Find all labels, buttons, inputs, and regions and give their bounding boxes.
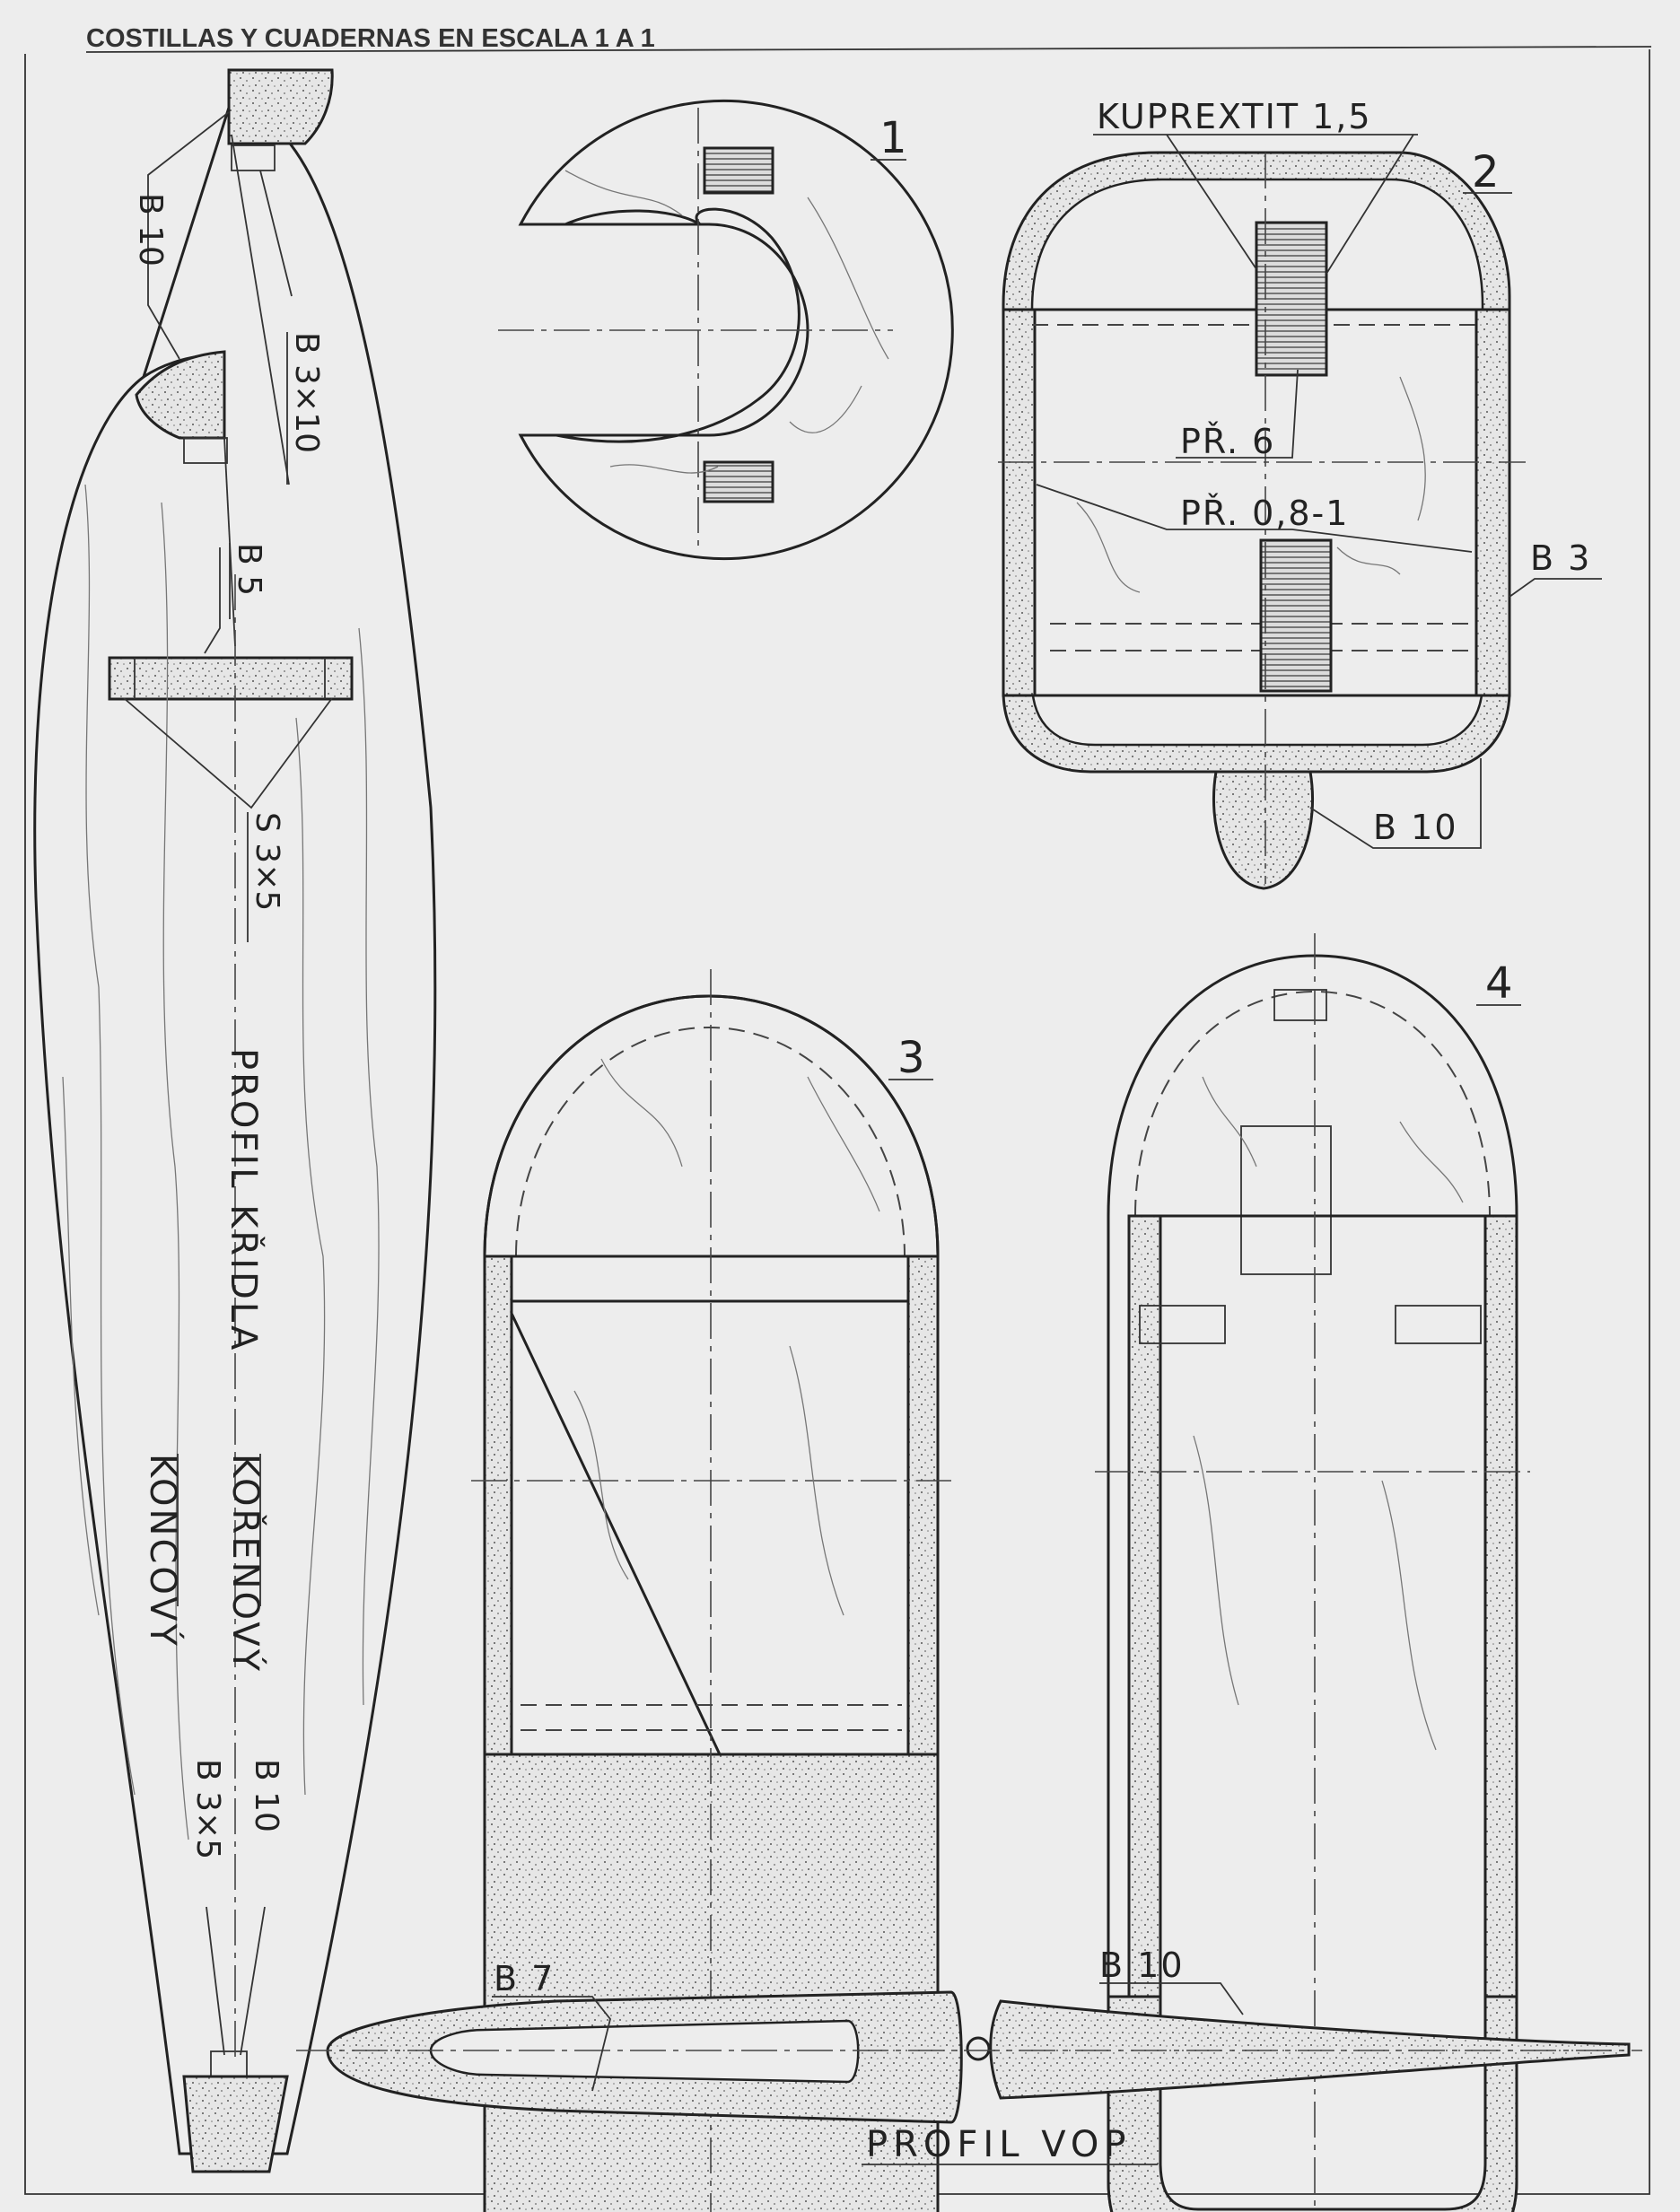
leader-pr6 [1176,369,1299,459]
leader-b3x5 [206,1906,225,2056]
leader-b3 [1509,578,1602,598]
wing-title-line1: PROFIL KŘIDLA [223,1048,266,1352]
label-s3x5: S 3×5 [249,812,285,911]
former-1-spar-bottom [703,460,774,503]
tail-profile: B 7 B 10 PROFIL VOP [296,1945,1642,2165]
label-b10-bottom: B 10 [248,1759,284,1832]
spar-line-lower [223,437,236,647]
former-4-right-side [1483,1214,1518,1998]
former-1-spar-top [703,146,774,195]
label-b10-tail: B 10 [1099,1945,1185,1985]
former-2-spar-top [1255,221,1328,377]
label-b10: B 10 [1373,808,1458,847]
label-b5: B 5 [231,543,267,596]
former-2-number: 2 [1472,147,1500,197]
former-4-slot-left [1139,1305,1226,1344]
former-3-left-side [483,1255,513,1756]
label-b3x5: B 3×5 [189,1759,226,1859]
former-1-outline [518,100,954,560]
label-kuprextit: KUPREXTIT 1,5 [1097,97,1372,136]
former-4-hatch [1240,1125,1332,1275]
leading-edge-tip-block [135,350,226,440]
spar-pad-lower [183,437,228,464]
former-2-left-side [1002,308,1037,697]
former-3-number: 3 [897,1033,925,1083]
leader-b3x10 [259,170,293,297]
former-4-left-side [1127,1214,1162,1998]
label-pr6: PŘ. 6 [1180,422,1275,461]
leader-b10 [1309,758,1482,849]
label-pr08: PŘ. 0,8-1 [1180,494,1349,533]
tail-title: PROFIL VOP [866,2124,1131,2165]
wing-root-outline [33,106,437,2155]
leader-b7 [492,1996,611,2092]
label-b3x10: B 3×10 [288,332,325,453]
leader-b5 [204,547,221,654]
wing-profile: B 10 B 3×10 B 5 S 3×5 PROFIL KŘIDLA KOŘE… [33,68,437,2173]
spar-pad-upper [231,144,276,171]
former-2: 2 KUPREXTIT 1,5 PŘ. 6 PŘ. 0,8-1 B 3 B 10 [998,97,1602,890]
label-b7: B 7 [494,1959,555,1998]
former-2-spar-bottom [1259,538,1333,693]
trailing-edge-block [182,2075,289,2173]
former-4-top-slot [1273,989,1327,1021]
former-2-right-side [1474,308,1511,697]
label-b10-top: B 10 [132,193,169,267]
former-3-right-side [906,1255,940,1756]
tail-hinge [966,2036,991,2061]
label-b3: B 3 [1530,538,1591,578]
spar-line-upper [231,134,290,485]
former-4-number: 4 [1485,958,1513,1009]
leader-b10-top [147,111,230,360]
leader-b10-tail [1099,1982,1244,2015]
trailing-spar-pad [210,2050,248,2077]
page-title: COSTILLAS Y CUADERNAS EN ESCALA 1 A 1 [86,24,655,53]
former-4-slot-right [1395,1305,1482,1344]
tail-elevator [989,1999,1631,2100]
former-4-outline [1107,954,1518,2212]
leading-edge-root-block [227,68,334,145]
header-rule [85,46,1652,53]
former-1-number: 1 [879,113,907,163]
leader-pr08 [1036,484,1473,553]
cross-spar-s3x5 [108,656,354,701]
leader-s3x5 [123,697,333,809]
leader-b10-bottom [240,1906,266,2056]
former-1: 1 [498,100,954,560]
former-2-skid [1212,770,1314,890]
